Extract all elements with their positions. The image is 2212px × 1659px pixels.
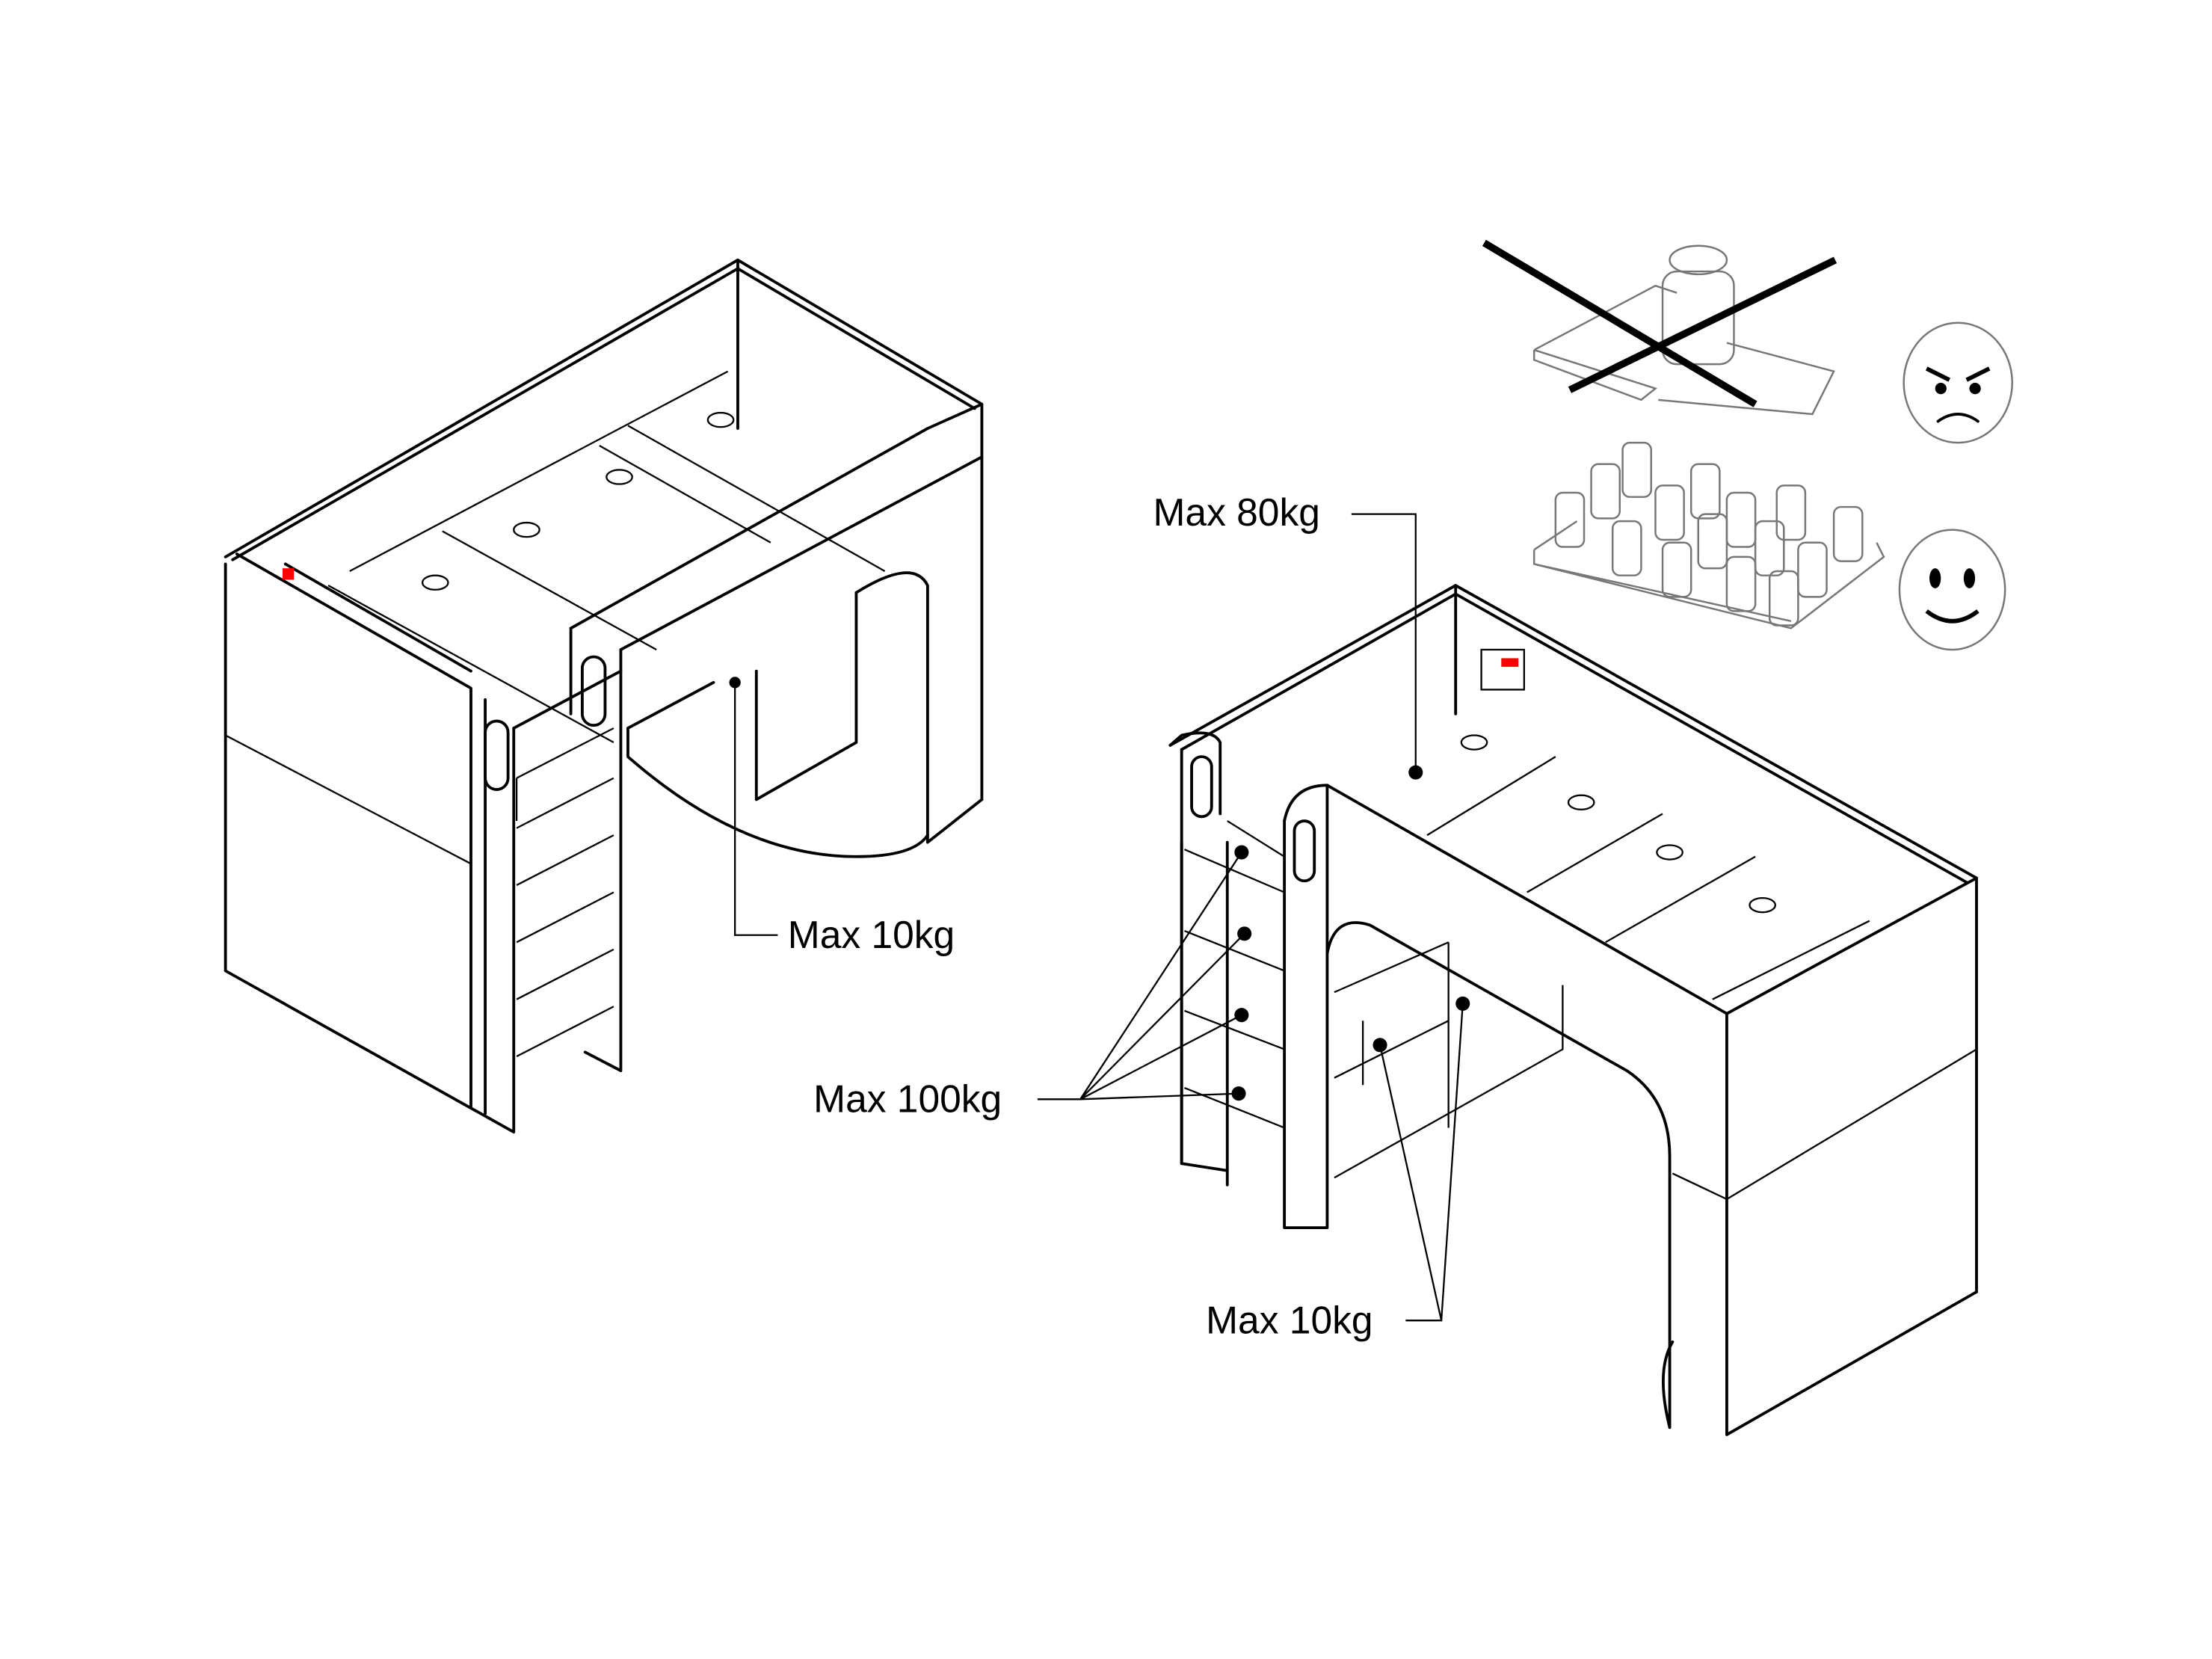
angry-face-icon xyxy=(1903,321,2013,444)
desk-shelf-load-callout-left: Max 10kg xyxy=(734,685,955,956)
bad-loading-icon xyxy=(1482,239,1837,416)
loft-bed-left-view xyxy=(224,258,984,1134)
label-max-10kg-right: Max 10kg xyxy=(1206,1298,1373,1341)
smiling-face-icon xyxy=(1898,529,2006,651)
desk-shelf-load-callout-right: Max 10kg xyxy=(1206,996,1470,1341)
good-loading-icon xyxy=(1532,441,1885,630)
label-max-80kg: Max 80kg xyxy=(1153,490,1319,534)
label-max-100kg: Max 100kg xyxy=(813,1077,1002,1120)
loft-bed-right-view xyxy=(1168,584,1978,1436)
bed-top-load-callout: Max 80kg xyxy=(1153,490,1423,780)
ladder-step-load-callout: Max 100kg xyxy=(813,845,1252,1120)
label-max-10kg-left: Max 10kg xyxy=(788,913,955,956)
